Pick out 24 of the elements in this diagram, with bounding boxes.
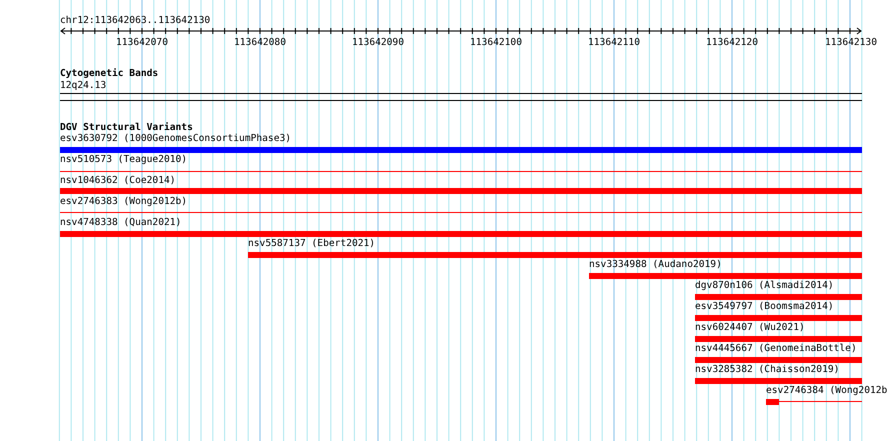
tick-label: 113642120 (706, 37, 758, 49)
variant-label: nsv3285382 (Chaisson2019) (695, 364, 840, 376)
variant-label: nsv3334988 (Audano2019) (589, 259, 722, 271)
tick-label: 113642110 (588, 37, 640, 49)
tick-label: 113642070 (116, 37, 168, 49)
tick-label: 113642080 (234, 37, 286, 49)
band-label: 12q24.13 (60, 80, 106, 92)
tick-label: 113642130 (825, 37, 877, 49)
variant-label: nsv510573 (Teague2010) (60, 154, 188, 166)
variant-label: nsv1046362 (Coe2014) (60, 175, 176, 187)
variant-label: nsv5587137 (Ebert2021) (248, 238, 376, 250)
variant-label: esv2746384 (Wong2012b (766, 385, 888, 397)
variant-label: esv2746383 (Wong2012b) (60, 196, 188, 208)
track-heading: Cytogenetic Bands (60, 68, 158, 80)
variant-label: dgv870n106 (Alsmadi2014) (695, 280, 834, 292)
variant-label: esv3630792 (1000GenomesConsortiumPhase3) (60, 133, 292, 145)
variant-label: nsv4445667 (GenomeinaBottle) (695, 343, 857, 355)
variant-label: esv3549797 (Boomsma2014) (695, 301, 834, 313)
track-heading: DGV Structural Variants (60, 122, 193, 134)
variant-label: nsv6024407 (Wu2021) (695, 322, 805, 334)
tick-label: 113642090 (352, 37, 404, 49)
coordinate-label: chr12:113642063..113642130 (60, 15, 210, 27)
tick-label: 113642100 (470, 37, 522, 49)
variant-label: nsv4748338 (Quan2021) (60, 217, 182, 229)
